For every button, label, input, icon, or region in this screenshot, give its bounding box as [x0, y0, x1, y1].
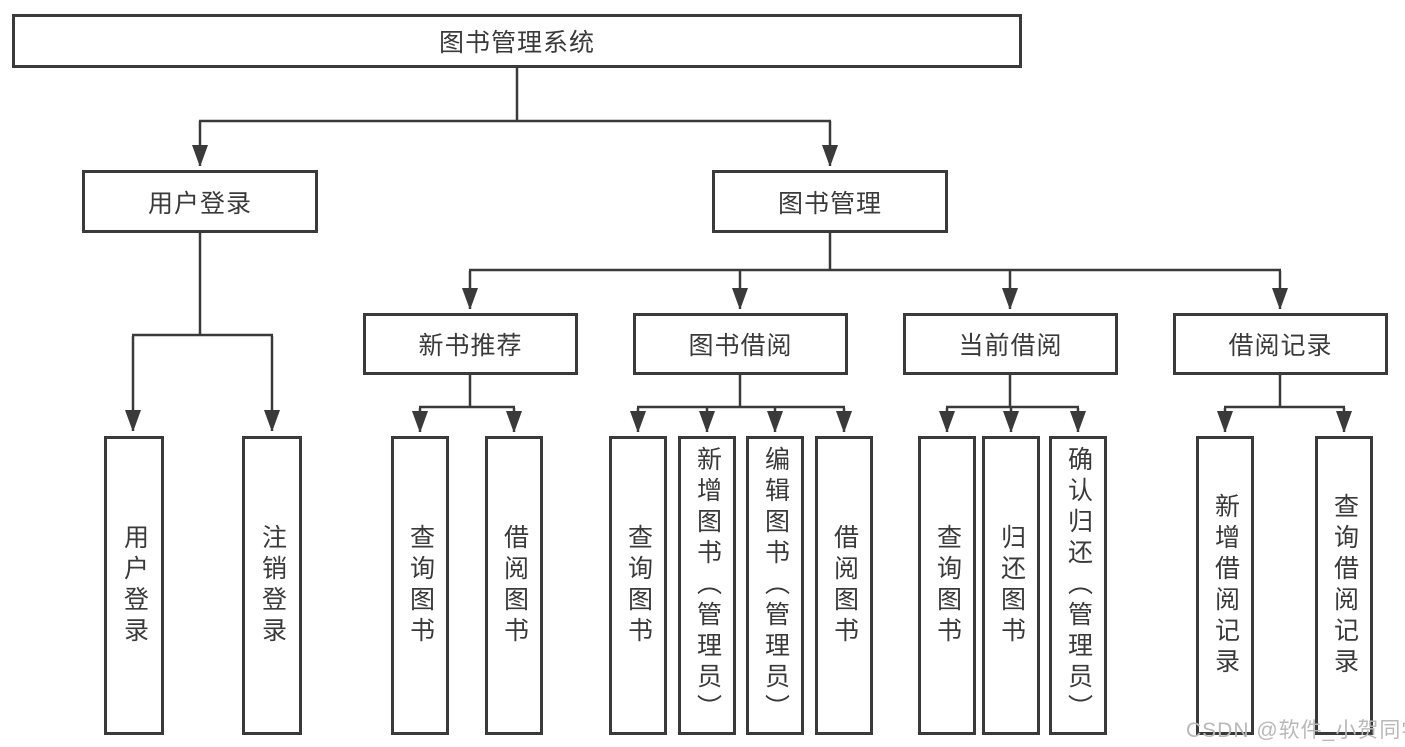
node-label: 用户登录	[120, 523, 149, 648]
node-confirm-return-admin: 确认归还（管理员）	[1049, 436, 1107, 735]
node-label: 借阅记录	[1228, 332, 1333, 360]
node-label: 确认归还（管理员）	[1064, 446, 1093, 725]
node-rec-query-books: 查询图书	[391, 436, 449, 735]
node-label: 图书管理系统	[438, 29, 595, 57]
csdn-watermark: CSDN @软件_小贺同学	[1186, 719, 1405, 742]
node-label: 新增借阅记录	[1211, 492, 1240, 679]
node-rec-borrow-books: 借阅图书	[485, 436, 543, 735]
node-borrowing-records: 借阅记录	[1173, 313, 1388, 375]
node-label: 借阅图书	[830, 523, 859, 648]
node-label: 当前借阅	[958, 332, 1063, 360]
node-new-book-recommendation: 新书推荐	[363, 313, 578, 375]
node-edit-books-admin: 编辑图书（管理员）	[746, 436, 804, 735]
node-book-management: 图书管理	[712, 170, 948, 233]
node-label: 新书推荐	[418, 332, 523, 360]
node-return-books: 归还图书	[982, 436, 1040, 735]
node-add-books-admin: 新增图书（管理员）	[678, 436, 736, 735]
node-label: 借阅图书	[500, 523, 529, 648]
node-label: 用户登录	[147, 189, 252, 218]
node-logout: 注销登录	[242, 436, 302, 735]
node-label: 查询借阅记录	[1330, 492, 1359, 679]
node-library-management-system: 图书管理系统	[12, 14, 1022, 68]
node-add-borrow-record: 新增借阅记录	[1196, 436, 1254, 735]
node-book-borrowing: 图书借阅	[633, 313, 848, 375]
node-label: 编辑图书（管理员）	[761, 446, 790, 725]
node-label: 新增图书（管理员）	[693, 446, 722, 725]
node-user-login-leaf: 用户登录	[104, 436, 164, 735]
connector-arrows	[133, 121, 1344, 432]
node-label: 查询图书	[624, 523, 653, 648]
node-label: 归还图书	[997, 523, 1026, 648]
node-query-borrow-record: 查询借阅记录	[1315, 436, 1373, 735]
node-current-query-books: 查询图书	[918, 436, 976, 735]
node-borrow-query-books: 查询图书	[609, 436, 667, 735]
node-label: 查询图书	[406, 523, 435, 648]
node-current-borrowing: 当前借阅	[903, 313, 1118, 375]
node-label: 注销登录	[258, 523, 287, 648]
node-user-login: 用户登录	[82, 170, 318, 233]
node-label: 查询图书	[933, 523, 962, 648]
node-label: 图书管理	[777, 189, 882, 218]
connector-trunks	[132, 67, 1345, 409]
node-borrow-books: 借阅图书	[815, 436, 873, 735]
node-label: 图书借阅	[688, 332, 793, 360]
